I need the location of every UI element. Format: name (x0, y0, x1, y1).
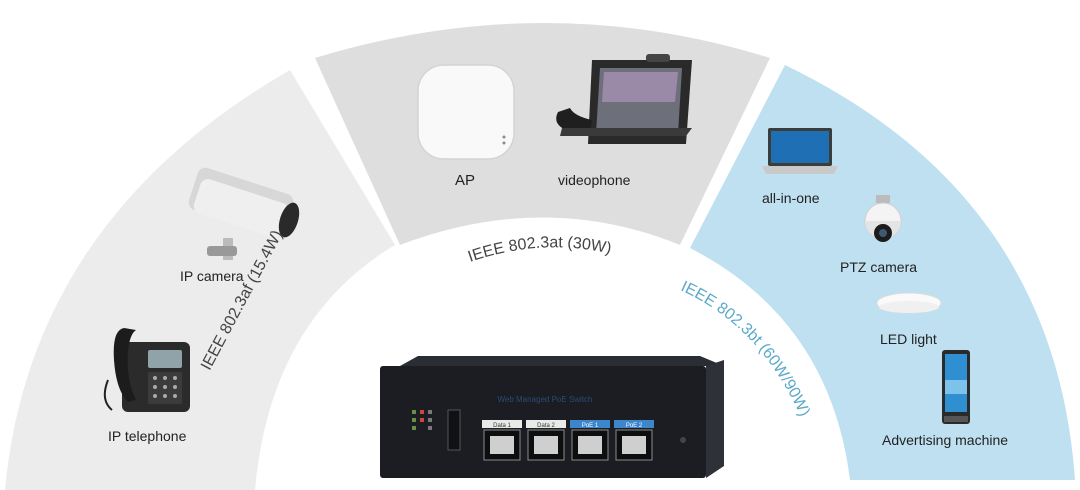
ceiling-light-icon (876, 292, 942, 314)
device-label-ap: AP (455, 172, 476, 189)
switch-port: Data 2 (526, 420, 566, 461)
device-label-ptz-camera: PTZ camera (840, 259, 918, 275)
switch-port: PoE 1 (570, 420, 610, 461)
bullet-camera-icon (188, 167, 300, 260)
access-point-icon (417, 64, 515, 160)
svg-text:PoE 2: PoE 2 (626, 423, 643, 429)
svg-text:Data 1: Data 1 (493, 423, 511, 429)
kiosk-display-icon (942, 350, 970, 424)
device-label-advertising-machine: Advertising machine (882, 432, 1009, 448)
video-phone-icon (556, 54, 692, 144)
device-label-ip-camera: IP camera (180, 268, 244, 284)
switch-port: PoE 2 (614, 420, 654, 461)
segment-802-3at (315, 23, 770, 245)
device-label-led-light: LED light (880, 331, 937, 347)
poe-switch-icon: Web Managed PoE Switch Data 1 Data 2 PoE… (380, 356, 724, 478)
label-802-3at: IEEE 802.3at (30W) (466, 234, 613, 265)
ptz-camera-icon (864, 195, 902, 242)
segment-802-3af (5, 70, 395, 490)
laptop-icon (762, 128, 838, 174)
svg-text:Web Managed PoE Switch: Web Managed PoE Switch (497, 395, 592, 404)
svg-text:Data 2: Data 2 (537, 423, 555, 429)
device-label-ip-telephone: IP telephone (108, 428, 187, 444)
switch-port: Data 1 (482, 420, 522, 461)
device-label-all-in-one: all-in-one (762, 190, 820, 206)
desk-phone-icon (103, 328, 190, 412)
svg-text:PoE 1: PoE 1 (582, 423, 599, 429)
device-label-videophone: videophone (558, 172, 631, 188)
